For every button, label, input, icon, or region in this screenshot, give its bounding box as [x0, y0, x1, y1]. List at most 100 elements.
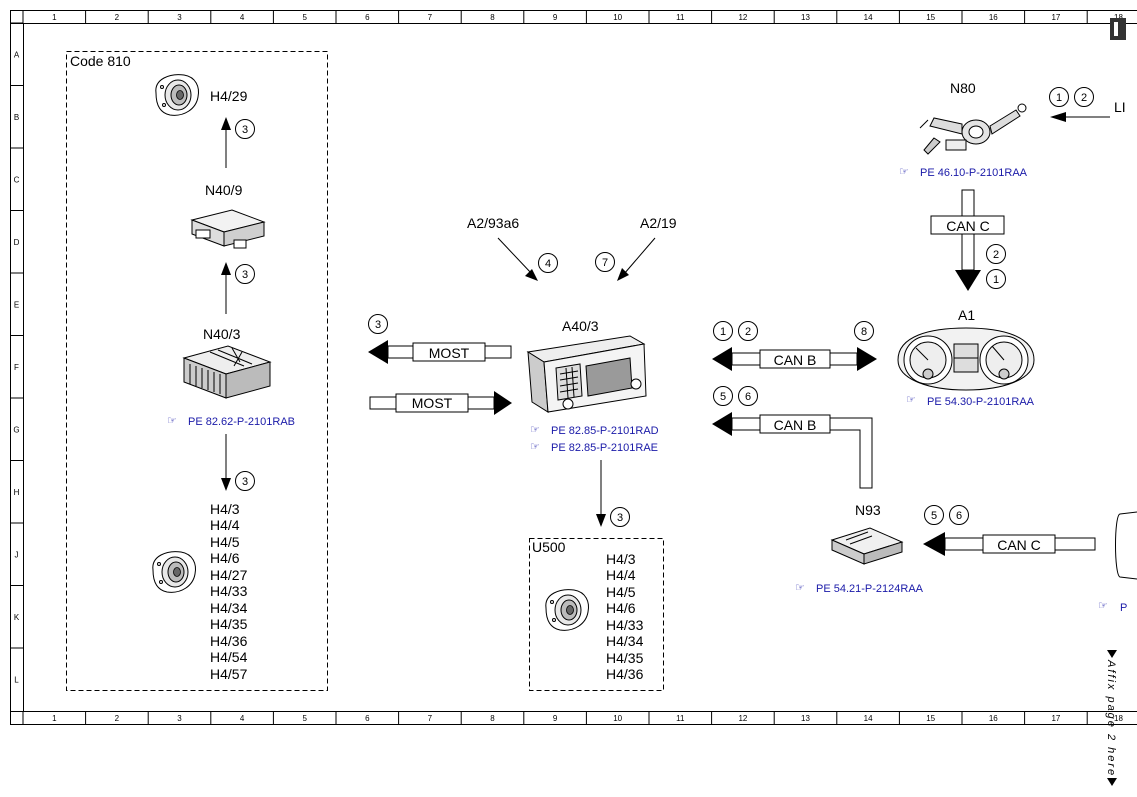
speaker-list-u500: H4/3 H4/4 H4/5 H4/6 H4/33 H4/34 H4/35 H4… — [606, 551, 644, 682]
a40-3-reference-1[interactable]: PE 82.85-P-2101RAD — [551, 425, 659, 437]
grid-column-bottom: 14 — [864, 714, 873, 723]
svg-text:H4/54: H4/54 — [210, 649, 248, 665]
grid-row-left: G — [13, 425, 19, 434]
arrow-n40-3-to-n40-9: 3 — [221, 262, 255, 314]
n80-steering-column-module-icon — [919, 103, 1027, 155]
can-b-bus-n93: 5 6 CAN B — [712, 386, 873, 489]
grid-column-top: 10 — [613, 13, 622, 22]
svg-text:1: 1 — [720, 326, 726, 338]
grid-row-left: B — [14, 113, 19, 122]
grid-column-bottom: 4 — [240, 714, 245, 723]
affix-arrow-top-icon — [1107, 650, 1117, 658]
n93-ref-icon: ☞ — [795, 582, 805, 594]
speaker-list-left: H4/3 H4/4 H4/5 H4/6 H4/27 H4/33 H4/34 H4… — [210, 501, 248, 682]
a1-label: A1 — [958, 307, 975, 323]
partial-reference[interactable]: P — [1120, 602, 1127, 614]
svg-text:2: 2 — [745, 326, 751, 338]
svg-text:MOST: MOST — [412, 395, 453, 411]
grid-row-left: A — [14, 50, 20, 59]
svg-text:H4/35: H4/35 — [210, 616, 248, 632]
grid-column-bottom: 17 — [1051, 714, 1060, 723]
grid-row-left: K — [14, 613, 20, 622]
a1-reference[interactable]: PE 54.30-P-2101RAA — [927, 396, 1035, 408]
n40-3-ref-icon: ☞ — [167, 415, 177, 427]
n93-reference[interactable]: PE 54.21-P-2124RAA — [816, 583, 924, 595]
partial-module-icon — [1115, 511, 1137, 580]
svg-text:1: 1 — [993, 274, 999, 286]
arrow-a40-3-to-u500: 3 — [596, 460, 630, 527]
grid-row-left: F — [14, 363, 19, 372]
arrow-a2-93a6: 4 — [497, 237, 558, 281]
svg-text:H4/36: H4/36 — [210, 633, 248, 649]
grid-column-top: 1 — [52, 13, 57, 22]
svg-text:2: 2 — [1081, 92, 1087, 104]
grid-row-left: D — [14, 238, 20, 247]
n40-9-label: N40/9 — [205, 182, 243, 198]
n80-ref-icon: ☞ — [899, 166, 909, 178]
grid-column-bottom: 12 — [738, 714, 747, 723]
li-partial-label: LI — [1114, 99, 1126, 115]
svg-text:H4/3: H4/3 — [210, 501, 240, 517]
n40-9-module-icon — [190, 209, 266, 249]
svg-text:3: 3 — [375, 319, 381, 331]
svg-text:H4/33: H4/33 — [606, 617, 644, 633]
grid-column-top: 6 — [365, 13, 370, 22]
svg-text:CAN B: CAN B — [774, 352, 817, 368]
svg-text:H4/36: H4/36 — [606, 666, 644, 682]
grid-column-bottom: 7 — [428, 714, 433, 723]
svg-text:H4/6: H4/6 — [210, 550, 240, 566]
diagram-frame — [10, 10, 1137, 725]
partial-ref-icon: ☞ — [1098, 600, 1108, 612]
grid-column-top: 11 — [676, 13, 685, 22]
svg-text:H4/6: H4/6 — [606, 600, 636, 616]
svg-text:H4/27: H4/27 — [210, 567, 248, 583]
svg-text:H4/5: H4/5 — [210, 534, 240, 550]
grid-column-bottom: 16 — [989, 714, 998, 723]
svg-text:5: 5 — [720, 391, 726, 403]
a2-93a6-label: A2/93a6 — [467, 215, 519, 231]
code-810-label: Code 810 — [70, 53, 131, 69]
grid-column-bottom: 5 — [302, 714, 307, 723]
speaker-group-u500-icon — [545, 589, 589, 631]
svg-text:H4/33: H4/33 — [210, 583, 248, 599]
u500-label: U500 — [532, 539, 566, 555]
grid-row-left: H — [14, 488, 20, 497]
grid-column-top: 13 — [801, 13, 810, 22]
grid-row-left: E — [14, 300, 19, 309]
grid-column-bottom: 11 — [676, 714, 685, 723]
grid-column-top: 4 — [240, 13, 245, 22]
svg-text:3: 3 — [242, 476, 248, 488]
arrow-n40-9-to-h4-29: 3 — [221, 117, 255, 168]
a2-19-label: A2/19 — [640, 215, 677, 231]
can-c-bus-n93: 5 6 CAN C — [923, 505, 1096, 556]
svg-text:3: 3 — [617, 512, 623, 524]
svg-text:1: 1 — [1056, 92, 1062, 104]
svg-text:4: 4 — [545, 258, 551, 270]
svg-text:8: 8 — [861, 326, 867, 338]
n80-reference[interactable]: PE 46.10-P-2101RAA — [920, 167, 1028, 179]
grid-column-top: 3 — [177, 13, 182, 22]
grid-column-bottom: 18 — [1114, 714, 1123, 723]
grid-column-top: 15 — [926, 13, 935, 22]
n40-3-reference[interactable]: PE 82.62-P-2101RAB — [188, 416, 295, 428]
n40-3-label: N40/3 — [203, 326, 241, 342]
grid-column-top: 7 — [428, 13, 433, 22]
grid-column-bottom: 9 — [553, 714, 558, 723]
svg-text:H4/4: H4/4 — [210, 517, 240, 533]
a40-3-headunit-icon — [526, 335, 647, 413]
speaker-h4-29-icon — [155, 74, 199, 116]
svg-text:H4/3: H4/3 — [606, 551, 636, 567]
affix-arrow-bottom-icon — [1107, 778, 1117, 786]
n93-module-icon — [830, 527, 904, 565]
grid-column-bottom: 10 — [613, 714, 622, 723]
grid-row-left: L — [14, 675, 19, 684]
grid-row-left: C — [14, 175, 20, 184]
a40-3-reference-2[interactable]: PE 82.85-P-2101RAE — [551, 442, 658, 454]
svg-text:7: 7 — [602, 257, 608, 269]
n80-label: N80 — [950, 80, 976, 96]
grid-column-top: 17 — [1051, 13, 1060, 22]
grid-ruler: 1122334455667788991010111112121313141415… — [10, 10, 1123, 724]
grid-column-top: 14 — [864, 13, 873, 22]
can-b-bus-a1: 1 2 8 CAN B — [712, 321, 877, 371]
